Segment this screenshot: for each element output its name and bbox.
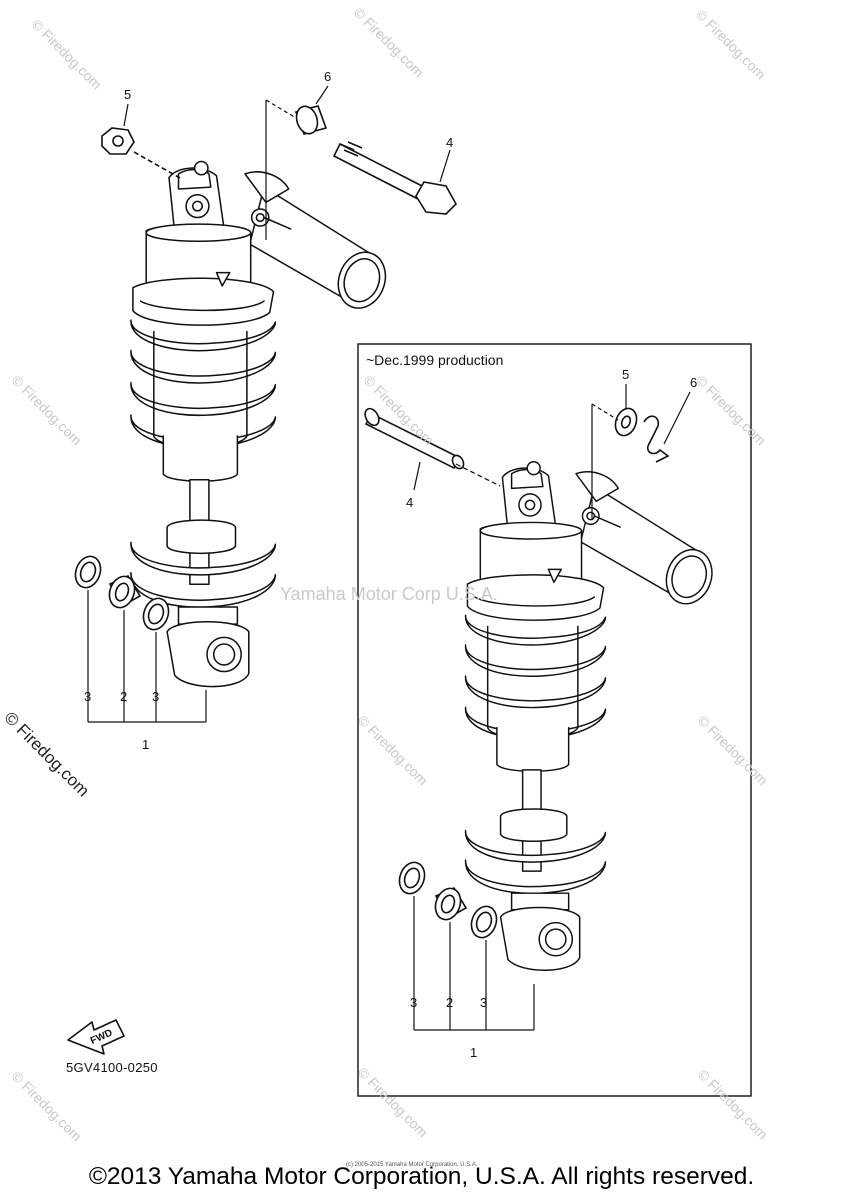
callout-inset-2: 2 xyxy=(446,995,454,1010)
main-bearing-part-2 xyxy=(108,574,142,609)
main-bolt-part-4 xyxy=(332,141,457,215)
callout-inset-6: 6 xyxy=(690,375,698,390)
inset-production-label: ~Dec.1999 production xyxy=(366,352,504,368)
inset-bearing-part-2 xyxy=(434,886,468,921)
inset-shock-absorber xyxy=(464,460,721,971)
callout-main-5: 5 xyxy=(124,87,132,102)
copyright-notice: ©2013 Yamaha Motor Corporation, U.S.A. A… xyxy=(88,1163,755,1190)
main-parts-bracket xyxy=(87,590,207,723)
inset-clip-part-6 xyxy=(643,415,670,463)
main-collar-part-6 xyxy=(294,105,328,135)
callout-main-3b: 3 xyxy=(152,689,160,704)
fwd-arrow-icon: FWD xyxy=(67,1019,125,1055)
callout-leaders xyxy=(123,85,691,491)
yamaha-watermark: Yamaha Motor Corp U.S.A. xyxy=(280,584,498,604)
callout-inset-4: 4 xyxy=(406,495,414,510)
callout-main-4: 4 xyxy=(446,135,454,150)
callout-inset-5: 5 xyxy=(622,367,630,382)
callout-main-6: 6 xyxy=(324,69,332,84)
main-oil-seal-part-3a xyxy=(74,555,102,589)
main-oil-seal-part-3b xyxy=(142,597,170,631)
diagram-part-code: 5GV4100-0250 xyxy=(66,1060,158,1075)
inset-washer-part-5 xyxy=(614,407,638,437)
tiny-credit-text: (c) 2005-2015 Yamaha Motor Corporation, … xyxy=(346,1162,478,1168)
callout-main-3a: 3 xyxy=(84,689,92,704)
callout-main-2: 2 xyxy=(120,689,128,704)
main-nut-part-5 xyxy=(101,127,181,179)
callout-inset-3b: 3 xyxy=(480,995,488,1010)
inset-parts-bracket xyxy=(413,896,535,1031)
callout-inset-3a: 3 xyxy=(410,995,418,1010)
inset-oil-seal-part-3a xyxy=(398,861,426,895)
callout-main-1: 1 xyxy=(142,737,150,752)
inset-pin-part-4 xyxy=(364,407,465,470)
inset-oil-seal-part-3b xyxy=(470,905,498,939)
callout-inset-1: 1 xyxy=(470,1045,478,1060)
main-shock-absorber xyxy=(130,160,394,688)
inset-frame xyxy=(357,343,752,1097)
